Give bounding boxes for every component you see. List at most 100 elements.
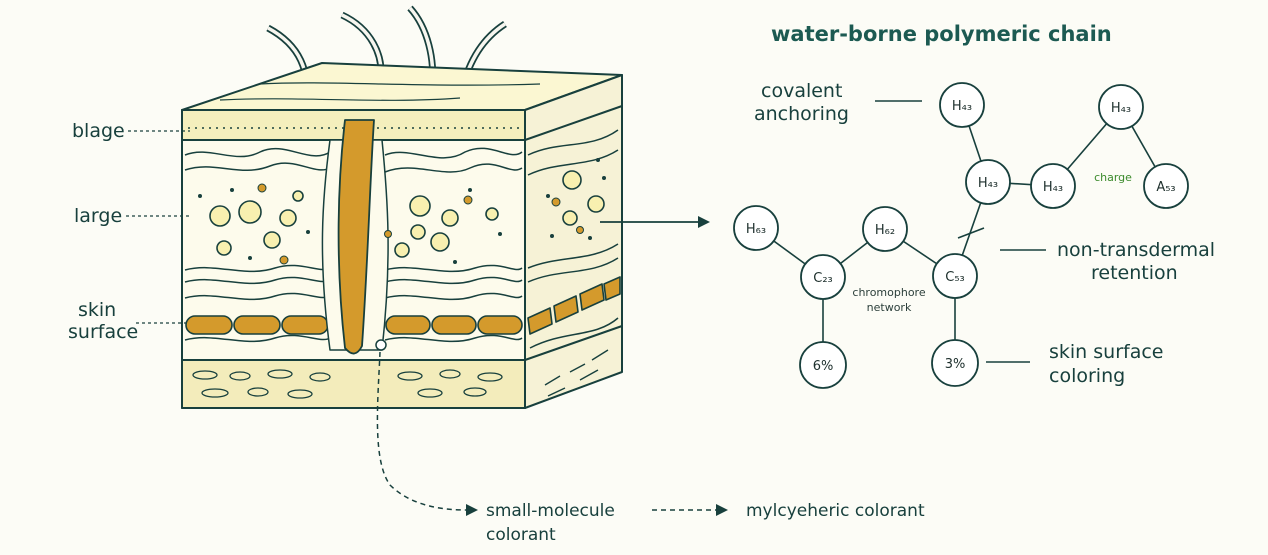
node-label: H₄₃ xyxy=(1111,101,1131,116)
pigment-cell xyxy=(477,315,523,335)
chain-title: water-borne polymeric chain xyxy=(771,22,1112,46)
fat-cell xyxy=(192,370,218,380)
dermis-wave xyxy=(527,243,619,269)
particle xyxy=(410,224,426,240)
fat-cell xyxy=(309,372,331,382)
label-anchoring: anchoring xyxy=(754,103,849,125)
pigment-cell xyxy=(281,315,329,335)
bottom-flow xyxy=(376,351,716,511)
pigment-cell xyxy=(185,315,233,335)
label-large: large xyxy=(74,205,122,227)
node-h-top xyxy=(939,82,985,128)
node-h-mid xyxy=(965,159,1011,205)
pigment-cell xyxy=(579,283,605,311)
particle xyxy=(292,190,304,202)
small-dots xyxy=(198,158,606,264)
node-label: H₄₃ xyxy=(952,99,972,114)
particle xyxy=(279,209,297,227)
dermis-wave xyxy=(384,147,523,159)
fat-cell xyxy=(477,372,503,382)
node-label: H₆₃ xyxy=(746,222,766,237)
fat-cell xyxy=(201,388,229,398)
pigment-cell xyxy=(233,315,281,335)
node-pct-right xyxy=(931,339,979,387)
particle xyxy=(263,231,281,249)
skin-block xyxy=(181,5,623,409)
left-pointers xyxy=(126,130,192,324)
fat-cell xyxy=(287,389,313,399)
node-label: C₂₃ xyxy=(813,271,833,286)
particle xyxy=(441,209,459,227)
skin-texture-line xyxy=(259,82,541,86)
node-label: C₅₃ xyxy=(945,270,965,285)
label-network: network xyxy=(867,301,912,314)
label-coloring: coloring xyxy=(1049,365,1125,387)
arrow-head xyxy=(698,216,710,228)
node-pct-left xyxy=(799,341,847,389)
fat-cell xyxy=(417,388,443,398)
node-c-left xyxy=(800,254,846,300)
particle xyxy=(238,200,262,224)
dermis-wave xyxy=(184,292,331,301)
dermis-wave xyxy=(184,334,331,343)
node-c-right xyxy=(932,253,978,299)
particle xyxy=(394,242,410,258)
dermis-wave xyxy=(384,292,523,301)
layer-divider xyxy=(524,325,623,361)
dermis-wave xyxy=(384,334,523,343)
particle xyxy=(409,195,431,217)
dermis-wave xyxy=(384,264,523,273)
dermis-wave xyxy=(184,147,331,158)
node-label: H₄₃ xyxy=(978,176,998,191)
node-label: A₅₃ xyxy=(1156,180,1175,195)
label-chromophore: chromophore xyxy=(852,286,925,299)
connection-arrow xyxy=(600,216,710,228)
particle xyxy=(562,170,582,190)
node-label: H₆₂ xyxy=(875,223,895,238)
dermis-wave xyxy=(184,162,331,172)
node-h-far xyxy=(1098,84,1144,130)
node-h-center xyxy=(862,206,908,252)
follicle-bulb xyxy=(375,339,387,351)
label-skin-surface: skin surface xyxy=(1049,341,1163,363)
label-surface: surface xyxy=(68,321,138,343)
fat-cell xyxy=(247,387,269,397)
label-charge: charge xyxy=(1094,171,1132,184)
label-covalent: covalent xyxy=(761,80,842,102)
node-label: 3% xyxy=(945,357,966,372)
pigment-cell xyxy=(385,315,431,335)
particle xyxy=(562,210,578,226)
chain-bonds xyxy=(755,100,1167,365)
fat-cell xyxy=(463,387,487,397)
label-polymeric-colorant: mylcyeheric colorant xyxy=(746,501,925,521)
pigment-cell xyxy=(527,307,553,335)
flow-curve xyxy=(376,351,467,511)
label-retention: retention xyxy=(1091,262,1178,284)
flow-arrowhead xyxy=(716,504,728,516)
node-a-far xyxy=(1143,163,1189,209)
pigment-cell xyxy=(553,295,579,323)
dermis-wave xyxy=(184,276,331,285)
flow-arrowhead xyxy=(466,504,478,516)
dermis-wave xyxy=(529,317,619,349)
label-small-molecule: small-molecule xyxy=(486,501,615,521)
particle xyxy=(216,240,232,256)
side-fat-marks xyxy=(544,349,609,397)
dermis-wave xyxy=(527,129,619,156)
layer-divider xyxy=(524,105,623,141)
node-label: 6% xyxy=(813,359,834,374)
pigment-cell xyxy=(431,315,477,335)
dermis-wave xyxy=(527,149,619,176)
label-blage: blage xyxy=(72,120,125,142)
fat-cell xyxy=(439,369,461,379)
node-h-right xyxy=(1030,163,1076,209)
particle xyxy=(485,207,499,221)
particle xyxy=(587,195,605,213)
label-non-transdermal: non-transdermal xyxy=(1057,239,1215,261)
label-colorant: colorant xyxy=(486,525,556,545)
fat-cell xyxy=(397,371,423,381)
dermis-wave xyxy=(384,163,523,173)
dermis-wave xyxy=(184,264,331,273)
dermis-wave xyxy=(384,276,523,285)
